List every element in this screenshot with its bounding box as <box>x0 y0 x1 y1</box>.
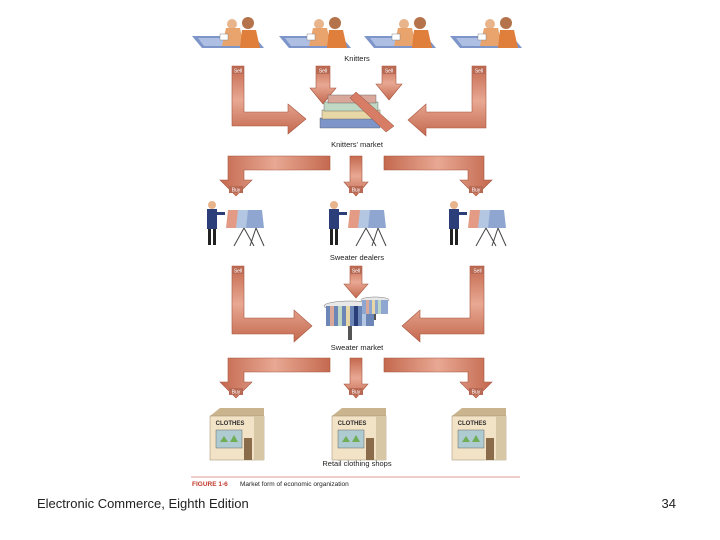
label-retail-shops: Retail clothing shops <box>322 459 391 468</box>
sell-arrow <box>407 65 487 137</box>
buy-arrow <box>219 155 331 197</box>
label-knitters-market: Knitters' market <box>331 140 384 149</box>
retail-shops-row: CLOTHES CLOTHES CLOTHES <box>209 408 507 461</box>
footer-page-number: 34 <box>661 496 676 511</box>
label-knitters: Knitters <box>344 54 370 63</box>
svg-text:Sell: Sell <box>385 69 393 75</box>
shop-icon: CLOTHES <box>331 408 387 461</box>
sell-arrow <box>231 65 307 135</box>
svg-text:Sell: Sell <box>473 269 481 275</box>
svg-text:Buy: Buy <box>232 188 241 194</box>
knitter-figure <box>192 17 264 48</box>
knitter-figure <box>450 17 522 48</box>
label-sweater-market: Sweater market <box>331 343 384 352</box>
sweater-dealers-row <box>207 201 507 247</box>
svg-text:Sell: Sell <box>352 269 360 275</box>
shop-icon: CLOTHES <box>451 408 507 461</box>
sell-tag: Sell <box>232 67 244 75</box>
svg-text:Sell: Sell <box>319 69 327 75</box>
sell-tag: Sell <box>472 67 486 75</box>
sell-tag: Sell <box>316 67 330 75</box>
buy-arrow <box>383 155 493 197</box>
sell-tag: Sell <box>471 267 484 275</box>
dealer-figure <box>449 201 507 247</box>
arrow-group-dealers-to-market: Sell Sell Sell <box>231 265 485 343</box>
arrow-group-knitters-to-market: Sell Sell Sell Sell <box>231 65 487 137</box>
sell-arrow <box>401 265 485 343</box>
buy-arrow <box>219 357 331 399</box>
buy-arrow <box>383 357 493 399</box>
footer-book-title: Electronic Commerce, Eighth Edition <box>37 496 249 511</box>
knitter-figure <box>279 17 351 48</box>
arrow-group-market-to-dealers: Buy Buy Buy <box>219 155 493 197</box>
knitter-figure <box>364 17 436 48</box>
buy-tag: Buy <box>349 388 363 396</box>
svg-text:Buy: Buy <box>232 390 241 396</box>
svg-text:Buy: Buy <box>472 188 481 194</box>
knitters-row <box>192 17 522 48</box>
label-sweater-dealers: Sweater dealers <box>330 253 384 262</box>
sell-tag: Sell <box>232 267 244 275</box>
sell-arrow <box>231 265 313 343</box>
svg-text:Sell: Sell <box>234 69 242 75</box>
buy-tag: Buy <box>469 388 483 396</box>
svg-text:Buy: Buy <box>352 188 361 194</box>
buy-tag: Buy <box>229 388 243 396</box>
dealer-figure <box>329 201 387 247</box>
svg-text:Sell: Sell <box>475 69 483 75</box>
buy-tag: Buy <box>469 186 483 194</box>
sweater-stack-icon <box>319 91 395 133</box>
buy-tag: Buy <box>349 186 363 194</box>
svg-text:Sell: Sell <box>234 269 242 275</box>
clothing-rack-icon <box>323 296 390 340</box>
arrow-group-market-to-shops: Buy Buy Buy <box>219 357 493 399</box>
figure-number: FIGURE 1-6 <box>192 481 228 488</box>
svg-text:Buy: Buy <box>472 390 481 396</box>
svg-text:CLOTHES: CLOTHES <box>216 421 245 427</box>
svg-text:CLOTHES: CLOTHES <box>458 421 487 427</box>
sell-tag: Sell <box>382 67 396 75</box>
shop-icon: CLOTHES <box>209 408 265 461</box>
buy-tag: Buy <box>229 186 243 194</box>
figure-caption: Market form of economic organization <box>240 481 349 488</box>
sell-tag: Sell <box>350 267 362 275</box>
svg-text:Buy: Buy <box>352 390 361 396</box>
svg-text:CLOTHES: CLOTHES <box>338 421 367 427</box>
dealer-figure <box>207 201 265 247</box>
